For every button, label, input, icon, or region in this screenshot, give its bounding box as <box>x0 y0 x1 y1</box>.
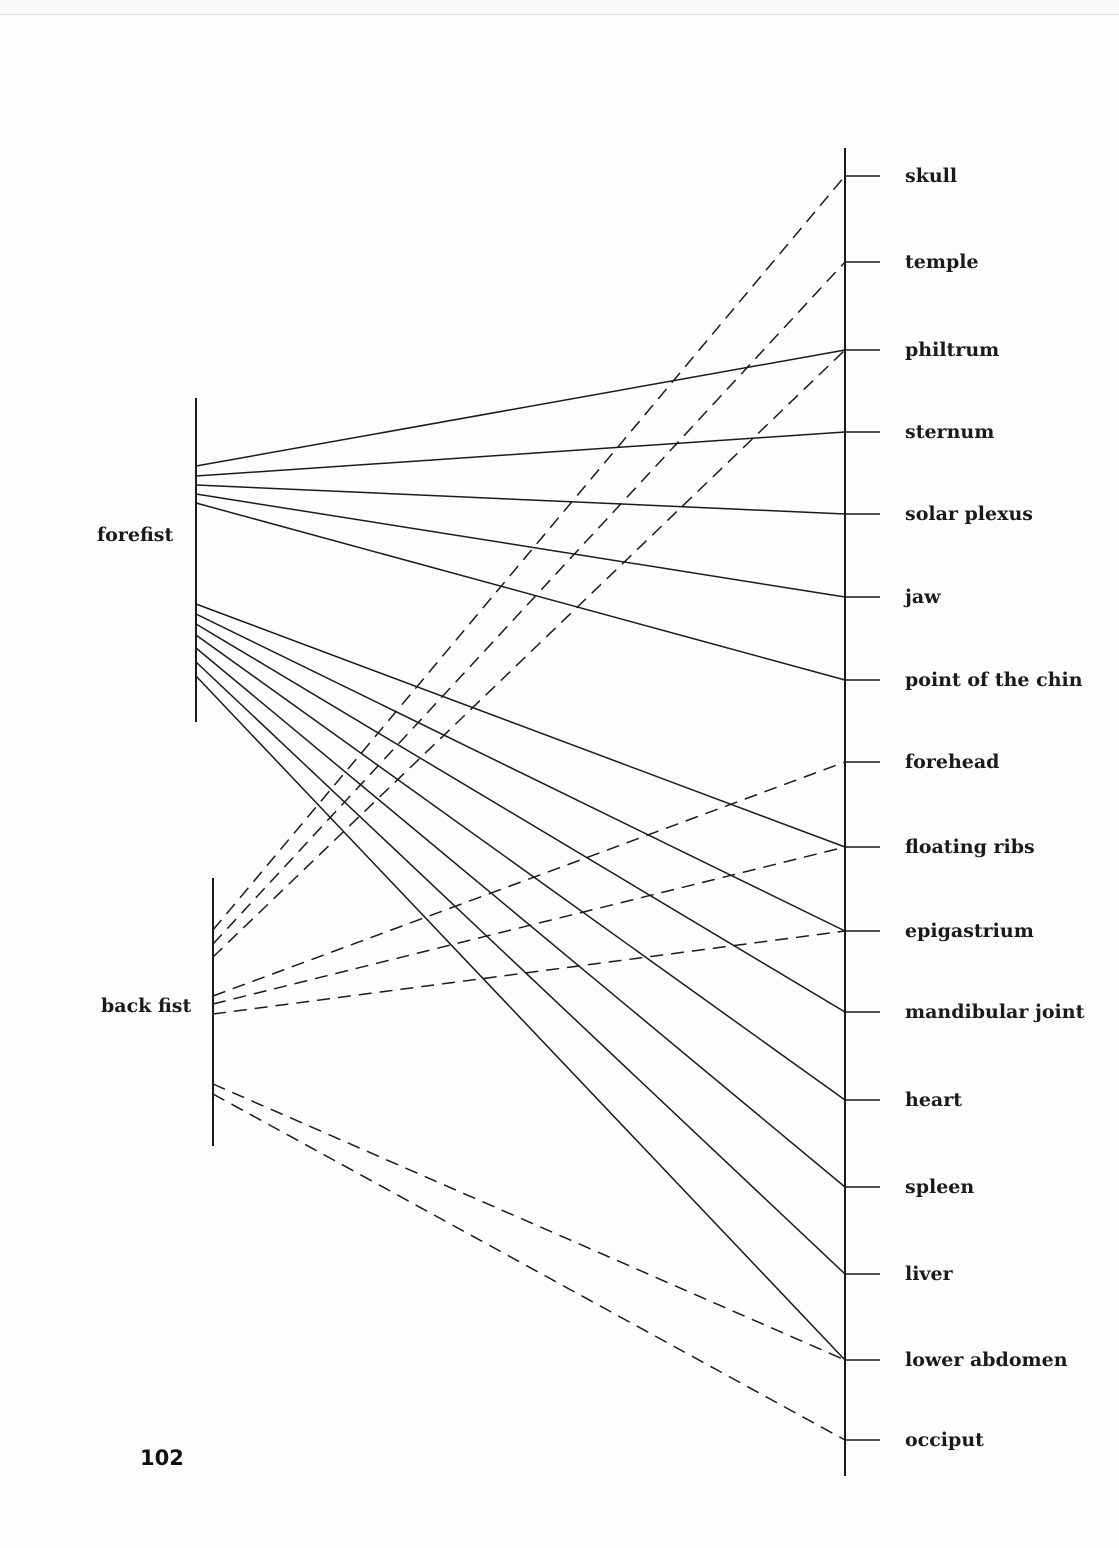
page-number: 102 <box>140 1446 184 1470</box>
link-backfist-floating-ribs <box>212 846 846 1005</box>
link-forefist-heart <box>195 634 846 1101</box>
link-forefist-mandibular-joint <box>195 623 846 1013</box>
target-label-epigastrium: epigastrium <box>905 920 1034 942</box>
link-forefist-sternum <box>195 431 846 477</box>
link-forefist-spleen <box>195 647 846 1188</box>
target-label-liver: liver <box>905 1263 954 1285</box>
link-forefist-liver <box>195 661 846 1275</box>
link-forefist-jaw <box>195 493 846 598</box>
link-backfist-forehead <box>212 761 846 997</box>
link-forefist-lower-abdomen <box>195 675 846 1361</box>
target-label-solar-plexus: solar plexus <box>905 503 1033 525</box>
target-label-temple: temple <box>905 251 979 273</box>
link-forefist-point-of-the-chin <box>195 502 846 681</box>
target-label-occiput: occiput <box>905 1429 984 1451</box>
target-label-jaw: jaw <box>903 586 941 608</box>
link-backfist-lower-abdomen <box>212 1083 846 1361</box>
target-label-point-of-the-chin: point of the chin <box>905 669 1083 691</box>
target-label-heart: heart <box>905 1089 962 1111</box>
target-label-philtrum: philtrum <box>905 339 999 361</box>
target-label-sternum: sternum <box>905 421 994 443</box>
target-label-lower-abdomen: lower abdomen <box>905 1349 1068 1371</box>
target-label-forehead: forehead <box>905 751 999 773</box>
link-backfist-temple <box>212 261 846 945</box>
link-forefist-solar-plexus <box>195 484 846 515</box>
link-forefist-floating-ribs <box>195 603 846 848</box>
link-backfist-epigastrium <box>212 930 846 1015</box>
target-label-spleen: spleen <box>905 1176 974 1198</box>
scan-top-edge <box>0 0 1119 15</box>
link-forefist-philtrum <box>195 349 846 467</box>
link-forefist-epigastrium <box>195 613 846 932</box>
link-backfist-skull <box>212 175 846 931</box>
target-label-mandibular-joint: mandibular joint <box>905 1001 1085 1023</box>
target-label-skull: skull <box>905 165 957 187</box>
link-backfist-occiput <box>212 1093 846 1441</box>
forefist-label: forefist <box>97 524 173 546</box>
target-label-floating-ribs: floating ribs <box>905 836 1035 858</box>
backfist-label: back fist <box>101 995 191 1017</box>
